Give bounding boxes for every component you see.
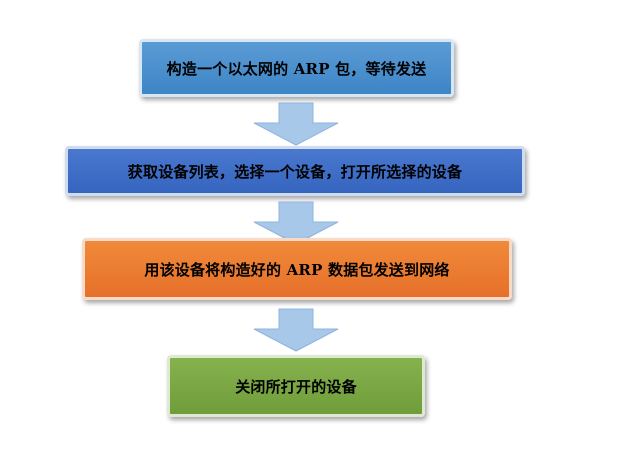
down-arrow-2 <box>253 201 339 245</box>
down-arrow-3 <box>253 308 339 352</box>
down-arrow-1 <box>253 102 339 146</box>
step-2-label: 获取设备列表，选择一个设备，打开所选择的设备 <box>127 162 463 181</box>
step-1-box: 构造一个以太网的 ARP 包，等待发送 <box>139 39 454 97</box>
step-3-label: 用该设备将构造好的 ARP 数据包发送到网络 <box>144 260 450 279</box>
step-1-label: 构造一个以太网的 ARP 包，等待发送 <box>166 59 427 78</box>
step-2-box: 获取设备列表，选择一个设备，打开所选择的设备 <box>65 146 525 196</box>
step-3-box: 用该设备将构造好的 ARP 数据包发送到网络 <box>82 238 512 300</box>
step-4-label: 关闭所打开的设备 <box>235 377 357 396</box>
step-4-box: 关闭所打开的设备 <box>167 355 425 417</box>
